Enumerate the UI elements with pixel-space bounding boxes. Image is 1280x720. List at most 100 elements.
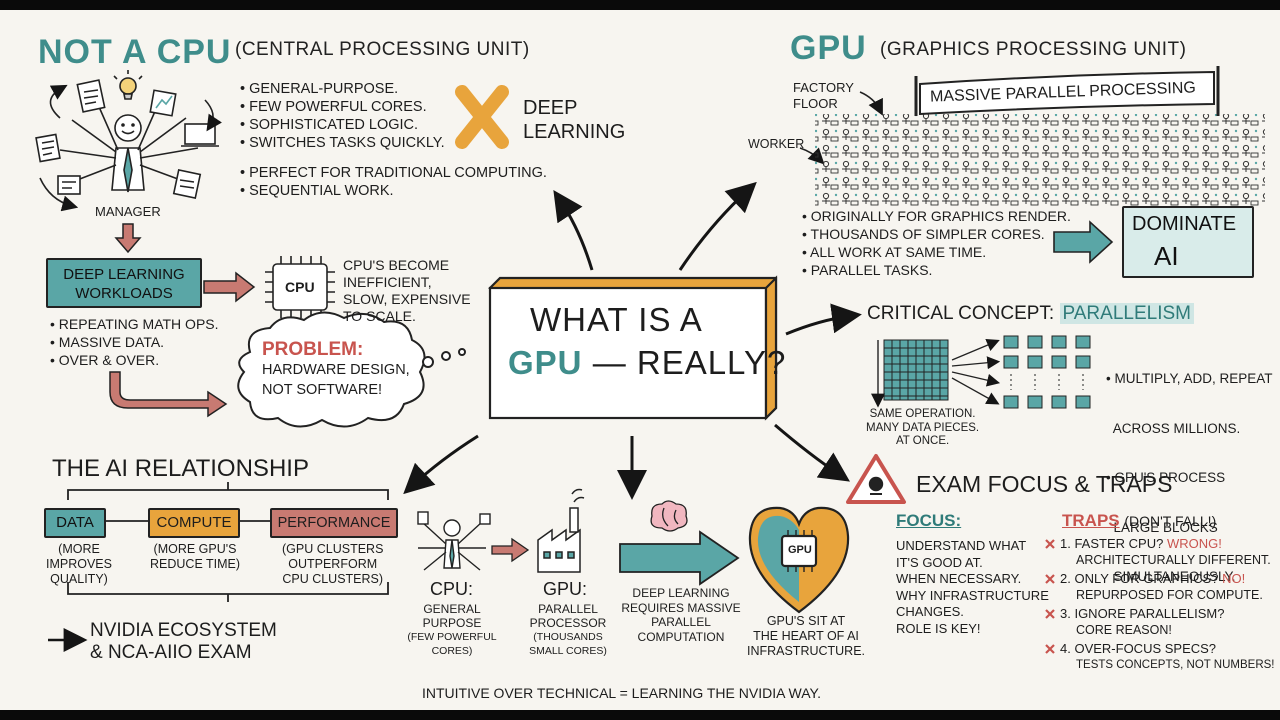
caption-line: AT ONCE. [895,435,950,447]
warning-triangle [846,454,906,504]
note-line: QUALITY) [50,572,108,586]
parallel-bullet: SIMULTANEOUSLY. [1106,569,1236,584]
note-line: (FEW POWERFUL [407,631,497,643]
factory-floor-label: FACTORY FLOOR [793,80,854,112]
orange-x-mark [455,85,509,149]
problem-line: NOT SOFTWARE! [262,382,383,398]
focus-line: WHY INFRASTRUCTURE [896,587,1049,603]
note-line: COMPUTATION [637,629,725,644]
workload-bullet: • REPEATING MATH OPS. [50,316,219,332]
parallelism-keyword: PARALLELISM [1059,303,1194,324]
note-line: CPU CLUSTERS) [282,572,384,586]
manager-illustration [35,70,222,212]
footer-tagline: INTUITIVE OVER TECHNICAL = LEARNING THE … [422,685,821,701]
parallel-caption: SAME OPERATION. MANY DATA PIECES. AT ONC… [866,408,979,449]
factory-line: FLOOR [793,96,838,111]
gpu-subtitle: (GRAPHICS PROCESSING UNIT) [880,39,1187,60]
cpu-bullet: • SEQUENTIAL WORK. [240,183,394,199]
note-line: PROCESSOR [529,616,607,630]
dominate-ai: AI [1154,241,1179,271]
ai-relationship-title: THE AI RELATIONSHIP [52,455,309,482]
arrow-manager-to-workloads [114,223,142,254]
cpu-bullets-a: • GENERAL-PURPOSE. • FEW POWERFUL CORES.… [240,80,445,152]
focus-line: WHEN NECESSARY. [896,571,1022,586]
cpu-bullet: • PERFECT FOR TRADITIONAL COMPUTING. [240,165,547,181]
data-box: DATA [44,508,106,538]
eco-line: NVIDIA ECOSYSTEM [90,620,277,641]
workloads-bullets: • REPEATING MATH OPS. • MASSIVE DATA. • … [50,315,219,369]
note-line: (GPU CLUSTERS [282,542,384,556]
parallel-bullet: • GPU'S PROCESS [1106,470,1226,485]
note-line: PURPOSE [422,616,482,630]
traps-sub: (DON'T FALL!) [1124,513,1217,529]
compare-cpu-title: CPU: [430,579,474,599]
compute-box: COMPUTE [148,508,240,538]
trap-text: 1. FASTER CPU? [1060,536,1164,551]
caption-line: SAME OPERATION. [869,408,976,420]
x-label-line: LEARNING [523,121,626,143]
cpu-chip-label: CPU [285,279,315,295]
trap-detail: ARCHITECTURALLY DIFFERENT. [1076,553,1271,567]
trap-text: 4. OVER-FOCUS SPECS? [1060,641,1217,656]
center-title-line1: WHAT IS A [530,301,703,338]
cpu-bullet: • SOPHISTICATED LOGIC. [240,117,419,133]
center-gpu-word: GPU [508,344,583,381]
cpu-bullet: • FEW POWERFUL CORES. [240,99,427,115]
worker-label: WORKER [748,137,805,151]
note-line: CORES) [431,645,473,657]
gpu-bullet: • THOUSANDS OF SIMPLER CORES. [802,226,1045,242]
parallel-bullet: • MULTIPLY, ADD, REPEAT [1106,371,1273,386]
parallelism-heading: CRITICAL CONCEPT: PARALLELISM [867,303,1194,325]
note-line: GPU'S SIT AT [766,614,846,628]
gpu-bullets: • ORIGINALLY FOR GRAPHICS RENDER. • THOU… [802,207,1071,279]
data-grid [871,339,949,408]
problem-text: PROBLEM: HARDWARE DESIGN, NOT SOFTWARE! [262,340,410,400]
note-line: PARALLEL [538,602,598,616]
brain-icon-small [650,500,688,532]
dominate-ai-box: DOMINATE AI [1122,206,1254,278]
eco-line: & NCA-AIIO EXAM [90,642,252,663]
note-line: (MORE [58,542,100,556]
performance-box: PERFORMANCE [270,508,398,538]
caption-line: MANY DATA PIECES. [866,421,980,434]
note-line: SMALL CORES) [529,645,607,657]
x-label-line: DEEP [523,97,578,119]
note-line: OUTPERFORM [288,557,378,571]
cpu-bullet: • SWITCHES TASKS QUICKLY. [240,135,445,151]
arrow-workloads-to-cpu [203,271,256,303]
trap-no: NO! [1222,571,1246,586]
focus-lines: UNDERSTAND WHAT IT'S GOOD AT. WHEN NECES… [896,538,1049,637]
big-teal-arrow [619,530,740,586]
compare-gpu-note: PARALLEL PROCESSOR (THOUSANDS SMALL CORE… [516,602,620,658]
critical-concept: CRITICAL CONCEPT: [867,303,1055,324]
workloads-line: WORKLOADS [75,285,173,302]
dominate-line: DOMINATE [1132,213,1237,235]
compare-cpu-note: GENERAL PURPOSE (FEW POWERFUL CORES) [400,602,504,658]
workload-bullet: • OVER & OVER. [50,352,160,368]
problem-line: HARDWARE DESIGN, [262,362,410,378]
cpu-inefficient-text: CPU'S BECOME INEFFICIENT, SLOW, EXPENSIV… [343,257,471,325]
cpu-title: NOT A CPU [38,33,232,71]
cpu-subtitle: (CENTRAL PROCESSING UNIT) [235,39,530,60]
desc-line: CPU'S BECOME [343,257,450,273]
desc-line: TO SCALE. [343,308,416,324]
note-line: THE HEART OF AI [753,629,859,643]
desc-line: SLOW, EXPENSIVE [343,291,471,307]
note-line: INFRASTRUCTURE. [746,644,866,658]
focus-title: FOCUS: [896,511,962,530]
note-line: GENERAL [423,602,481,616]
note-line: REQUIRES MASSIVE [621,600,741,615]
deep-learning-x-label: DEEP LEARNING [523,96,625,144]
trap-detail: REPURPOSED FOR COMPUTE. [1076,588,1263,602]
note-line: IMPROVES [46,557,112,571]
compute-note: (MORE GPU'S REDUCE TIME) [150,542,240,572]
gpu-bullet: • ALL WORK AT SAME TIME. [802,244,987,260]
note-line: REDUCE TIME) [150,557,241,571]
parallel-bullet: ACROSS MILLIONS. [1106,420,1241,436]
traps-heading: TRAPS (DON'T FALL!) [1062,511,1217,530]
workload-bullet: • MASSIVE DATA. [50,334,165,350]
cpu-mini-figure [417,511,491,571]
workloads-line: DEEP LEARNING [63,266,185,283]
parallel-rays [951,339,1001,405]
trap-text: 2. ONLY FOR GRAPHICS? [1060,571,1219,586]
